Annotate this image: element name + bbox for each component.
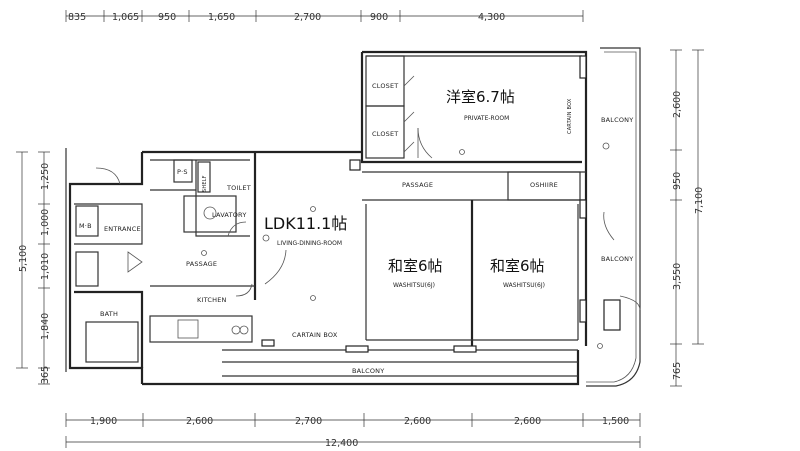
dim-left-total: 5,100 xyxy=(18,245,29,272)
ldk-sub: LIVING-DINING-ROOM xyxy=(277,240,342,247)
closet-1-label: CLOSET xyxy=(372,82,398,90)
dim-bottom-6: 1,500 xyxy=(602,416,629,427)
washitsu-2-sub: WASHITSU(6J) xyxy=(503,282,545,289)
dim-top-2: 1,065 xyxy=(112,12,139,23)
washitsu-1-label: 和室6帖 xyxy=(388,257,443,275)
lavatory-label: LAVATORY xyxy=(212,211,247,219)
windows xyxy=(261,55,621,353)
dim-top-3: 950 xyxy=(158,12,176,23)
mb-label: M·B xyxy=(79,222,92,230)
dim-top-7: 4,300 xyxy=(478,12,505,23)
balcony-bottom-label: BALCONY xyxy=(352,367,384,375)
western-room-label: 洋室6.7帖 xyxy=(446,88,515,106)
dim-top-4: 1,650 xyxy=(208,12,235,23)
balcony-right-mid-label: BALCONY xyxy=(601,255,633,263)
door-swings xyxy=(95,75,641,311)
dim-right-total: 7,100 xyxy=(694,187,705,214)
dim-bottom-3: 2,700 xyxy=(295,416,322,427)
left-dimension-line: 1,250 1,000 1,010 1,840 365 5,100 xyxy=(16,151,51,385)
balcony-right-top-label: BALCONY xyxy=(601,116,633,124)
ps-label: P·S xyxy=(177,168,188,176)
right-dimension-line: 2,600 950 3,550 765 7,100 xyxy=(670,49,705,387)
passage-top-label: PASSAGE xyxy=(402,181,433,189)
dim-right-2: 950 xyxy=(672,172,683,190)
washitsu-1-sub: WASHITSU(6J) xyxy=(393,282,435,289)
dim-bottom-5: 2,600 xyxy=(514,416,541,427)
ldk-label: LDK11.1帖 xyxy=(264,214,347,233)
western-room-sub: PRIVATE-ROOM xyxy=(464,115,509,122)
shelf-label: SHELF xyxy=(202,175,208,192)
dim-bottom-4: 2,600 xyxy=(404,416,431,427)
dim-top-6: 900 xyxy=(370,12,388,23)
washitsu-2-label: 和室6帖 xyxy=(490,257,545,275)
bottom-dimension-line: 1,900 2,600 2,700 2,600 2,600 1,500 12,4… xyxy=(65,413,641,449)
dim-left-5: 365 xyxy=(40,366,51,384)
dim-left-4: 1,840 xyxy=(40,313,51,340)
dim-left-2: 1,000 xyxy=(40,209,51,236)
oshire-label: OSHIIRE xyxy=(530,181,558,189)
fixture-marks xyxy=(201,142,610,349)
curtain-box-right-label: CARTAIN BOX xyxy=(567,98,573,134)
dim-left-3: 1,010 xyxy=(40,253,51,280)
dim-bottom-1: 1,900 xyxy=(90,416,117,427)
closet-2-label: CLOSET xyxy=(372,130,398,138)
dim-top-5: 2,700 xyxy=(294,12,321,23)
kitchen-label: KITCHEN xyxy=(197,296,227,304)
interior-walls xyxy=(74,55,586,368)
dim-right-1: 2,600 xyxy=(672,91,683,118)
dim-right-3: 3,550 xyxy=(672,263,683,290)
bath-label: BATH xyxy=(100,310,118,318)
dim-left-1: 1,250 xyxy=(40,163,51,190)
dim-bottom-total: 12,400 xyxy=(325,438,358,449)
entrance-label: ENTRANCE xyxy=(104,225,141,233)
curtain-box-bottom-label: CARTAIN BOX xyxy=(292,331,338,339)
outer-walls xyxy=(65,47,641,387)
dim-bottom-2: 2,600 xyxy=(186,416,213,427)
dim-right-4: 765 xyxy=(672,362,683,380)
passage-left-label: PASSAGE xyxy=(186,260,217,268)
top-dimension-line: 835 1,065 950 1,650 2,700 900 4,300 xyxy=(65,10,584,23)
room-labels: 洋室6.7帖 PRIVATE-ROOM LDK11.1帖 LIVING-DINI… xyxy=(79,82,633,375)
dim-top-1: 835 xyxy=(68,12,86,23)
toilet-label: TOILET xyxy=(226,184,251,192)
